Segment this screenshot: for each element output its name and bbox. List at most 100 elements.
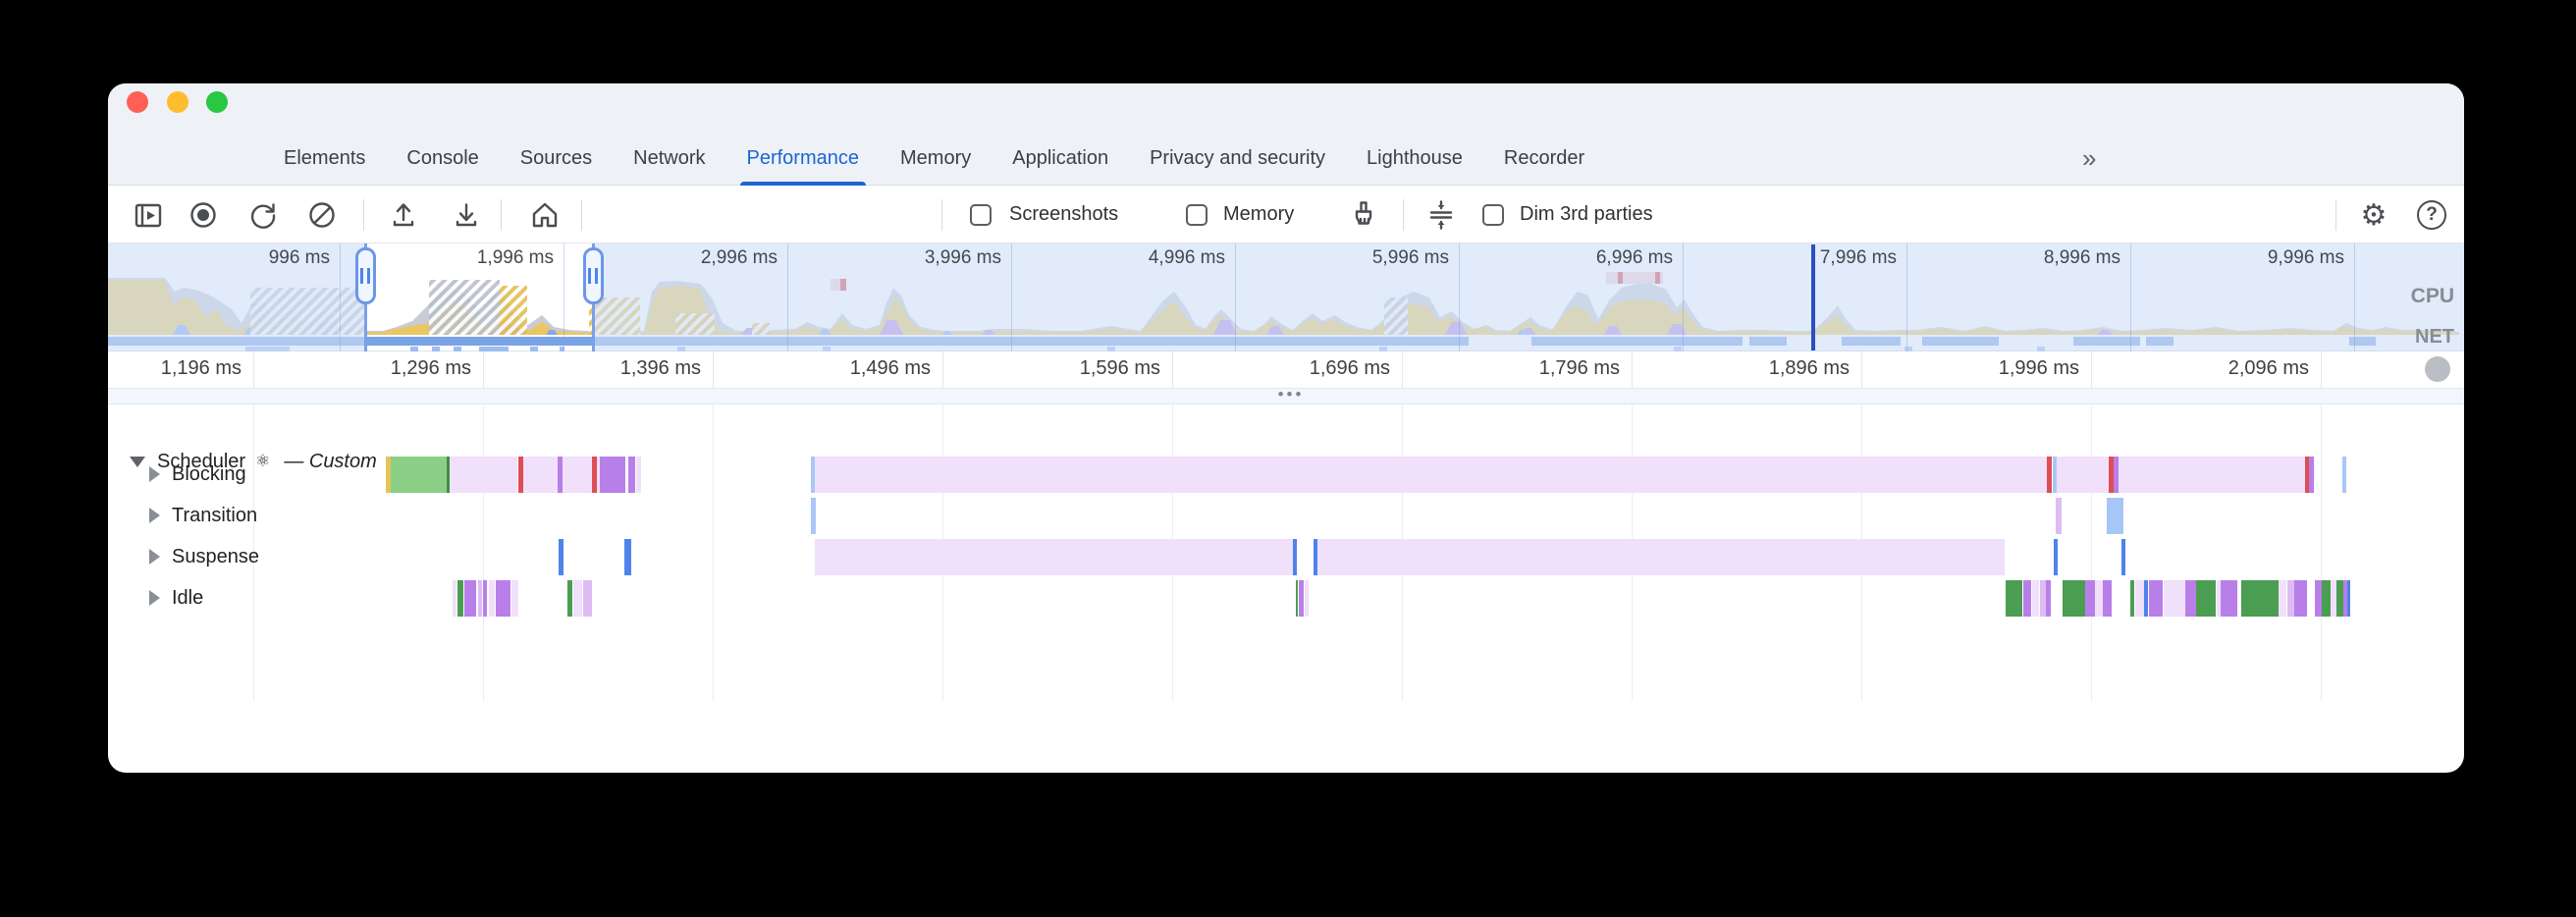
- selection-handle-right[interactable]: [582, 247, 604, 304]
- flame-segment[interactable]: [2196, 580, 2216, 617]
- flame-segment[interactable]: [811, 457, 815, 493]
- memory-checkbox[interactable]: [1186, 204, 1208, 226]
- upload-profile-icon[interactable]: [382, 193, 425, 237]
- screenshots-checkbox[interactable]: [970, 204, 992, 226]
- help-icon[interactable]: ?: [2410, 193, 2453, 237]
- flame-segment[interactable]: [523, 457, 558, 493]
- flame-segment[interactable]: [483, 580, 487, 617]
- flame-segment[interactable]: [2063, 580, 2085, 617]
- collapse-panel-icon[interactable]: [1420, 193, 1463, 237]
- flame-segment[interactable]: [1305, 580, 1309, 617]
- flame-segment[interactable]: [600, 457, 625, 493]
- flame-segment[interactable]: [1314, 539, 1317, 575]
- flame-segment[interactable]: [2032, 580, 2039, 617]
- flame-segment[interactable]: [583, 580, 592, 617]
- flame-segment[interactable]: [2294, 580, 2307, 617]
- flame-segment[interactable]: [2279, 580, 2286, 617]
- tab-application[interactable]: Application: [1012, 147, 1109, 169]
- minimize-window-button[interactable]: [167, 91, 188, 113]
- flame-segment[interactable]: [496, 580, 510, 617]
- tab-memory[interactable]: Memory: [900, 147, 972, 169]
- flame-segment[interactable]: [518, 457, 523, 493]
- flame-segment[interactable]: [2135, 580, 2144, 617]
- flame-segment[interactable]: [2309, 457, 2314, 493]
- flame-segment[interactable]: [2322, 580, 2331, 617]
- flame-segment[interactable]: [457, 580, 463, 617]
- flame-segment[interactable]: [2023, 580, 2031, 617]
- flame-segment[interactable]: [464, 580, 476, 617]
- flame-segment[interactable]: [2056, 498, 2062, 534]
- flame-segment[interactable]: [450, 457, 517, 493]
- download-profile-icon[interactable]: [445, 193, 488, 237]
- tab-console[interactable]: Console: [406, 147, 479, 169]
- track-row-transition[interactable]: Transition: [149, 503, 257, 528]
- flame-segment[interactable]: [2342, 457, 2346, 493]
- tab-network[interactable]: Network: [633, 147, 706, 169]
- close-window-button[interactable]: [127, 91, 148, 113]
- expand-triangle-icon[interactable]: [149, 590, 160, 606]
- flame-segment[interactable]: [2130, 580, 2134, 617]
- flame-segment[interactable]: [2347, 580, 2350, 617]
- flame-segment[interactable]: [2114, 457, 2119, 493]
- tab-elements[interactable]: Elements: [284, 147, 366, 169]
- flame-segment[interactable]: [1293, 539, 1297, 575]
- clear-icon[interactable]: [300, 193, 344, 237]
- tab-privacy-and-security[interactable]: Privacy and security: [1150, 147, 1326, 169]
- flame-segment[interactable]: [2331, 580, 2336, 617]
- flame-segment[interactable]: [2095, 580, 2103, 617]
- flame-segment[interactable]: [2046, 580, 2051, 617]
- flame-segment[interactable]: [2047, 457, 2052, 493]
- flame-segment[interactable]: [815, 539, 1294, 575]
- track-row-blocking[interactable]: Blocking: [149, 461, 246, 487]
- flame-segment[interactable]: [2057, 457, 2109, 493]
- track-group-scheduler[interactable]: Scheduler ⚛ — Custom: [130, 449, 377, 474]
- flame-segment[interactable]: [2185, 580, 2196, 617]
- flame-segment[interactable]: [558, 457, 563, 493]
- record-icon[interactable]: [182, 193, 225, 237]
- flame-segment[interactable]: [2336, 580, 2343, 617]
- flame-segment[interactable]: [559, 539, 564, 575]
- flame-segment[interactable]: [2305, 457, 2309, 493]
- selection-handle-left[interactable]: [354, 247, 376, 304]
- collapse-triangle-icon[interactable]: [130, 456, 145, 467]
- flame-segment[interactable]: [2287, 580, 2294, 617]
- flame-segment[interactable]: [1296, 580, 1298, 617]
- flame-segment[interactable]: [592, 457, 597, 493]
- flame-segment[interactable]: [2343, 580, 2347, 617]
- memory-label[interactable]: Memory: [1223, 203, 1295, 225]
- flame-segment[interactable]: [567, 580, 572, 617]
- flame-segment[interactable]: [2054, 539, 2058, 575]
- track-row-idle[interactable]: Idle: [149, 585, 203, 611]
- flame-segment[interactable]: [391, 457, 447, 493]
- zoom-window-button[interactable]: [206, 91, 228, 113]
- flame-segment[interactable]: [447, 457, 450, 493]
- dim-3rd-parties-checkbox[interactable]: [1482, 204, 1504, 226]
- flame-segment[interactable]: [1299, 580, 1304, 617]
- flame-segment[interactable]: [386, 457, 391, 493]
- flame-segment[interactable]: [1317, 539, 2005, 575]
- flame-segment[interactable]: [2006, 580, 2022, 617]
- flame-segment[interactable]: [2085, 580, 2095, 617]
- track-row-suspense[interactable]: Suspense: [149, 544, 259, 569]
- flame-segment[interactable]: [2053, 457, 2057, 493]
- home-icon[interactable]: [523, 193, 566, 237]
- flame-segment[interactable]: [815, 457, 2047, 493]
- expand-triangle-icon[interactable]: [149, 508, 160, 523]
- flame-segment[interactable]: [453, 580, 456, 617]
- record-and-reload-icon[interactable]: [242, 193, 285, 237]
- tab-recorder[interactable]: Recorder: [1503, 147, 1585, 169]
- flame-segment[interactable]: [511, 580, 518, 617]
- flame-segment[interactable]: [2121, 539, 2125, 575]
- more-tabs-icon[interactable]: »: [2082, 143, 2097, 173]
- capture-settings-gear-icon[interactable]: ⚙: [2360, 198, 2388, 232]
- tab-sources[interactable]: Sources: [519, 147, 593, 169]
- tab-performance[interactable]: Performance: [726, 135, 881, 186]
- flame-segment[interactable]: [2221, 580, 2237, 617]
- flame-segment[interactable]: [2217, 580, 2221, 617]
- dim-3rd-parties-label[interactable]: Dim 3rd parties: [1520, 203, 1653, 225]
- flame-segment[interactable]: [2144, 580, 2148, 617]
- expand-triangle-icon[interactable]: [149, 549, 160, 565]
- flame-segment[interactable]: [811, 498, 816, 534]
